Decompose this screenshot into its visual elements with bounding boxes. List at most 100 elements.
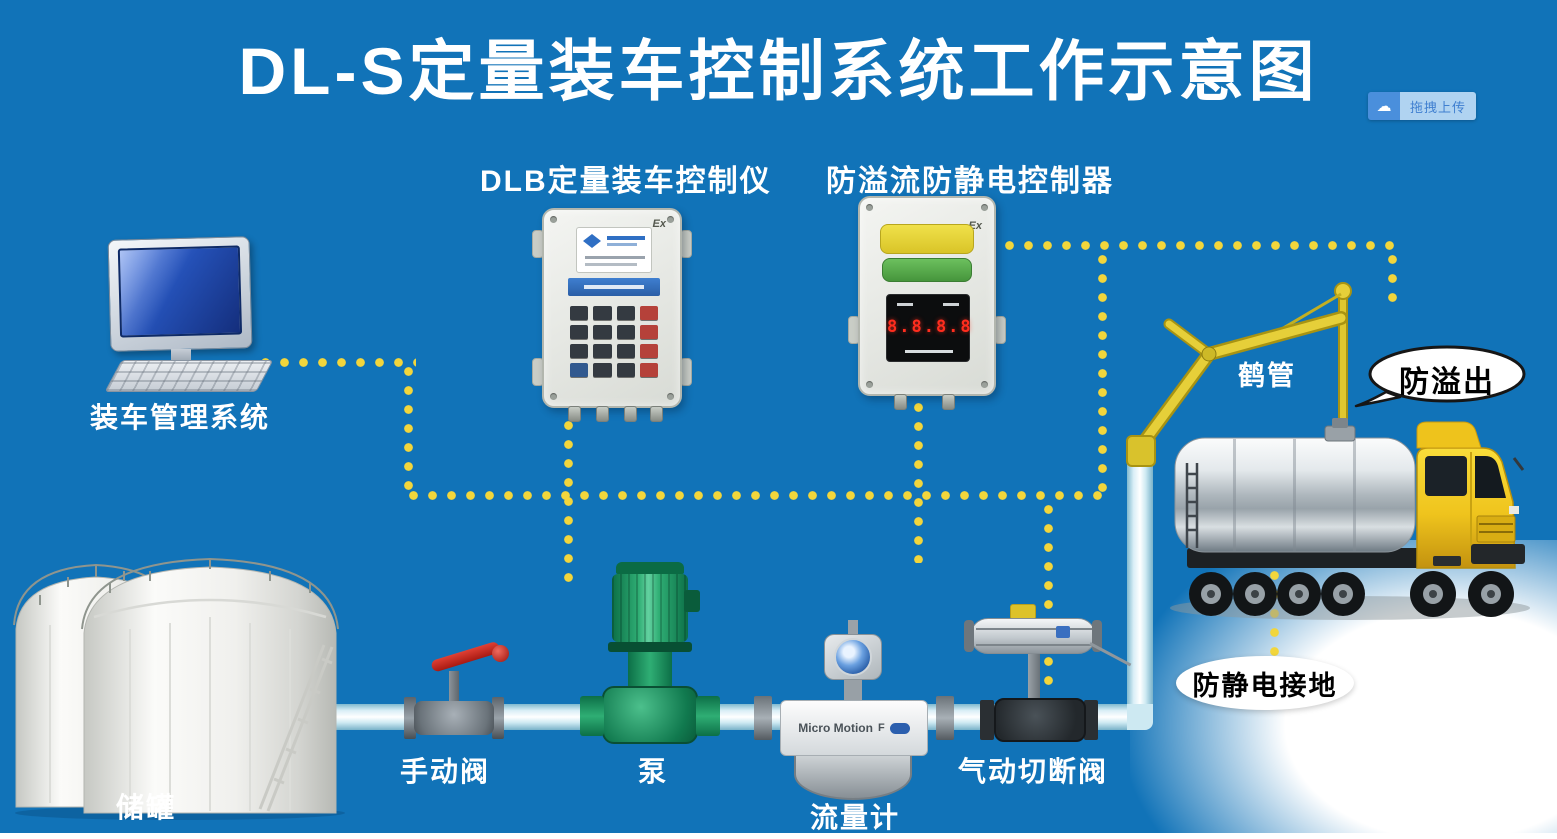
- meter-flange: [936, 696, 954, 740]
- storage-tanks-art: [13, 557, 345, 820]
- storage-tank-label: 储罐: [116, 792, 177, 823]
- valve-yoke: [1028, 654, 1040, 700]
- pump-casing: [602, 686, 698, 744]
- seven-segment-display: 8.8.8.8: [887, 317, 973, 337]
- storage-tanks: [10, 555, 345, 820]
- dlb-key: [593, 325, 612, 339]
- management-computer: [104, 236, 275, 403]
- arm-joint: [1201, 346, 1217, 362]
- valve-stem: [449, 671, 459, 703]
- transmitter-display: [834, 638, 872, 676]
- dlb-keypad: [570, 306, 658, 377]
- meter-body: Micro Motion F: [780, 700, 928, 756]
- panel-caption-bar: [905, 350, 953, 353]
- signal-line-right-riser: [1098, 250, 1107, 495]
- valve-flange: [404, 697, 416, 739]
- tanker-truck-art: [1170, 418, 1530, 620]
- screw: [550, 393, 557, 400]
- dlb-key: [616, 344, 635, 358]
- tank-stairs: [258, 644, 334, 812]
- valve-body-dark: [994, 698, 1086, 742]
- dlb-key: [616, 325, 635, 339]
- cab-grille: [1476, 515, 1516, 543]
- tanker-truck: [1165, 408, 1545, 623]
- flow-meter-brand: Micro Motion: [798, 721, 873, 735]
- signal-line-dlb-to-pump: [564, 416, 573, 588]
- flow-meter-label: 流量计: [810, 802, 901, 833]
- cab-mirror: [1512, 457, 1525, 471]
- dlb-key: [616, 306, 635, 320]
- page-title: DL-S定量装车控制系统工作示意图: [238, 34, 1319, 108]
- dlb-key: [639, 325, 658, 339]
- arm-base-elbow: [1126, 435, 1156, 467]
- computer-screen: [117, 245, 243, 338]
- valve-body-flange: [1084, 700, 1098, 740]
- pump-port: [696, 696, 720, 736]
- overflow-controller-label: 防溢流防静电控制器: [826, 165, 1114, 198]
- actuator-rod: [976, 628, 1092, 630]
- overflow-bubble-label: 防溢出: [1399, 366, 1495, 399]
- panel-caption-bar: [897, 303, 913, 306]
- cab-door-window: [1425, 456, 1467, 496]
- brand-pill: [889, 722, 910, 734]
- actuator-rod: [976, 644, 1092, 646]
- signal-line-computer-h: [256, 358, 416, 367]
- drag-upload-badge[interactable]: ☁ 拖拽上传: [1368, 92, 1477, 120]
- crane-pipe-label: 鹤管: [1238, 361, 1296, 391]
- cab-step: [1433, 556, 1461, 566]
- computer-label: 装车管理系统: [90, 402, 271, 433]
- signal-line-overflow-ctrl: [914, 398, 923, 563]
- dlb-key: [593, 306, 612, 320]
- actuator-endcap: [1092, 620, 1102, 652]
- actuator-cylinder: [970, 618, 1096, 654]
- cable-gland: [624, 406, 637, 422]
- computer-monitor: [107, 236, 253, 352]
- dlb-key: [593, 344, 612, 358]
- signal-line-to-pneumatic-valve: [1044, 500, 1053, 690]
- overflow-display-panel: 8.8.8.8: [886, 294, 973, 362]
- screw: [550, 216, 557, 223]
- pump-label: 泵: [638, 756, 669, 787]
- cloud-icon: ☁: [1368, 92, 1400, 120]
- transmitter-stub: [848, 620, 858, 636]
- strip-text-bar: [584, 285, 644, 289]
- dlb-ex-mark: Ex: [652, 218, 666, 230]
- drag-upload-label: 拖拽上传: [1400, 92, 1477, 120]
- dlb-key: [570, 306, 589, 320]
- plate-text-bar: [607, 236, 645, 240]
- valve-body: [414, 701, 494, 735]
- pump-neck: [628, 652, 672, 688]
- cable-gland: [596, 406, 609, 422]
- dlb-controller: Ex: [532, 208, 692, 422]
- cab-headlight: [1509, 506, 1519, 514]
- signal-line-bus: [404, 491, 1109, 500]
- pipe-elbow: [1127, 704, 1153, 730]
- cab-windshield: [1475, 456, 1506, 498]
- manual-valve-label: 手动阀: [400, 756, 491, 787]
- cab-roof-fairing: [1416, 421, 1482, 449]
- valve-handle: [430, 640, 501, 673]
- cable-gland: [650, 406, 663, 422]
- actuator-arm: [1089, 642, 1132, 667]
- tank-ladder: [1185, 463, 1199, 548]
- cab-bumper: [1471, 544, 1525, 564]
- dlb-key: [639, 363, 658, 377]
- riser-pipe: [1127, 452, 1153, 714]
- overflow-bubble: 防溢出: [1352, 344, 1527, 408]
- flow-meter-model: F: [877, 722, 885, 734]
- brand-logo-icon: [583, 234, 601, 248]
- dlb-key: [593, 363, 612, 377]
- truck-tank: [1174, 437, 1416, 553]
- pneumatic-valve: [952, 602, 1142, 760]
- dlb-key: [639, 306, 658, 320]
- pump: [580, 562, 720, 758]
- dlb-enclosure: Ex: [542, 208, 682, 408]
- dlb-key: [639, 344, 658, 358]
- signal-line-to-loading-arm: [1388, 250, 1397, 312]
- panel-caption-bar: [943, 303, 959, 306]
- plate-text-bar: [585, 263, 637, 266]
- pneumatic-valve-label: 气动切断阀: [958, 756, 1109, 787]
- valve-handle-knob: [492, 645, 509, 662]
- plate-text-bar: [585, 256, 645, 259]
